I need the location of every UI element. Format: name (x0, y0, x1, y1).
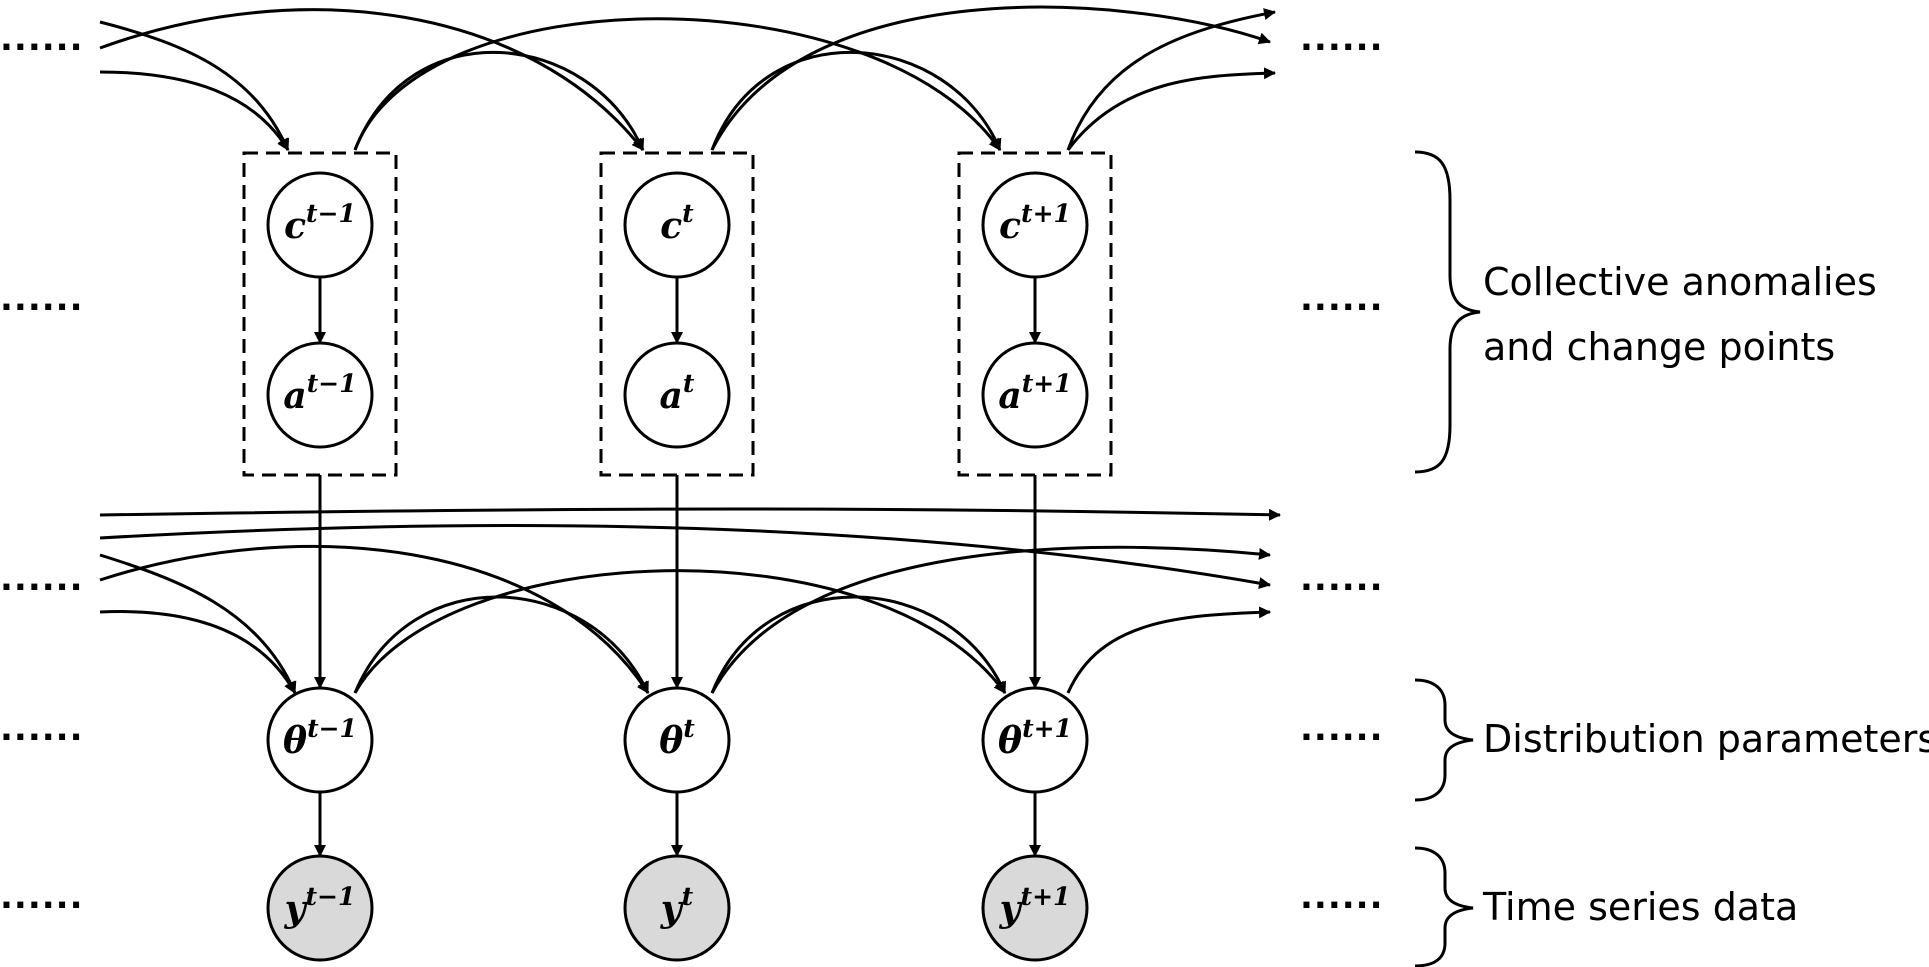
ellipsis-right-params: ...... (1300, 709, 1384, 749)
node-c-1-superscript: t (682, 199, 694, 228)
node-a-2: at+1 (981, 341, 1089, 449)
label-data: Time series data (1482, 885, 1798, 929)
node-y-2-superscript: t+1 (1021, 882, 1071, 911)
node-theta-0-label: θt−1 (283, 714, 357, 762)
node-c-1-label: ct (660, 199, 694, 247)
brace-data (1414, 846, 1474, 967)
node-a-0: at−1 (266, 341, 374, 449)
node-c-2-label: ct+1 (999, 199, 1071, 247)
node-a-0-superscript: t−1 (307, 369, 357, 398)
ellipsis-left-data: ...... (0, 877, 84, 917)
node-theta-2-label: θt+1 (998, 714, 1072, 762)
node-c-0-symbol: c (284, 205, 306, 247)
ellipsis-right-data: ...... (1300, 877, 1384, 917)
arc-c3-to-right-1 (1066, 8, 1276, 151)
node-y-0-superscript: t−1 (306, 882, 356, 911)
node-y-1-label: yt (660, 882, 694, 930)
arc-in-left-2 (99, 70, 290, 151)
arc-in-left-c (99, 544, 650, 694)
node-y-1: yt (623, 854, 731, 962)
node-c-0-label: ct−1 (284, 199, 356, 247)
node-theta-0-superscript: t−1 (307, 714, 357, 743)
arc-t2-to-right (710, 545, 1271, 694)
arc-t2-to-t3 (710, 595, 1007, 694)
label-anomalies-line2: and change points (1483, 325, 1835, 369)
lower-transition-arcs (99, 507, 1281, 694)
node-theta-2-symbol: θ (998, 720, 1022, 762)
node-a-2-symbol: a (998, 375, 1021, 417)
arc-c1-to-c2 (353, 51, 645, 151)
ellipsis-right-anomalies: ...... (1300, 279, 1384, 319)
brace-anomalies (1414, 150, 1481, 474)
brace-params (1414, 678, 1474, 802)
arc-in-left-3 (99, 8, 645, 151)
node-c-0-superscript: t−1 (306, 199, 356, 228)
group-braces (1414, 150, 1481, 967)
node-a-1-superscript: t (683, 369, 695, 398)
arc-t3-to-right (1066, 606, 1271, 694)
arc-c3-to-right-2 (1066, 67, 1276, 151)
label-params: Distribution parameters (1483, 717, 1929, 761)
node-theta-2: θt+1 (981, 686, 1089, 794)
node-c-2-symbol: c (999, 205, 1021, 247)
node-theta-1-label: θt (659, 714, 695, 762)
group-labels: Collective anomalies and change points D… (1482, 260, 1929, 929)
label-anomalies-line1: Collective anomalies (1483, 260, 1877, 304)
arc-in-left-a (99, 553, 297, 694)
arc-c2-to-c3 (710, 51, 1002, 151)
node-y-0: yt−1 (266, 854, 374, 962)
node-theta-1-superscript: t (683, 714, 695, 743)
ellipsis-marks: ...... ...... ...... ...... ...... .....… (0, 19, 1384, 917)
node-y-2-label: yt+1 (999, 882, 1071, 930)
node-a-2-superscript: t+1 (1022, 369, 1072, 398)
node-y-0-label: yt−1 (284, 882, 356, 930)
node-c-0: ct−1 (266, 171, 374, 279)
node-theta-2-superscript: t+1 (1022, 714, 1072, 743)
ellipsis-left-params: ...... (0, 709, 84, 749)
ellipsis-right-top: ...... (1300, 19, 1384, 59)
arc-long-2 (99, 524, 1271, 590)
node-y-1-superscript: t (682, 882, 694, 911)
node-a-2-label: at+1 (998, 369, 1071, 417)
node-c-1-symbol: c (660, 205, 682, 247)
arc-in-left-1 (99, 20, 290, 151)
arc-c1-to-c3 (353, 17, 1002, 151)
node-a-1-label: at (660, 369, 695, 417)
node-c-1: ct (623, 171, 731, 279)
upper-transition-arcs (99, 5, 1276, 151)
ellipsis-left-arcs: ...... (0, 559, 84, 599)
arc-long-top (99, 507, 1281, 521)
node-c-2: ct+1 (981, 171, 1089, 279)
node-theta-1: θt (623, 686, 731, 794)
arc-t1-to-t3 (353, 569, 1007, 694)
node-c-2-superscript: t+1 (1021, 199, 1071, 228)
node-y-2: yt+1 (981, 854, 1089, 962)
arc-in-left-b (99, 610, 297, 694)
node-y-0-symbol: y (284, 888, 308, 930)
node-a-1: at (623, 341, 731, 449)
node-theta-0: θt−1 (266, 686, 374, 794)
node-theta-0-symbol: θ (283, 720, 307, 762)
arc-c2-to-right (710, 5, 1271, 151)
arc-t1-to-t2 (353, 595, 650, 694)
label-anomalies: Collective anomalies and change points (1483, 260, 1889, 369)
node-y-2-symbol: y (999, 888, 1023, 930)
ellipsis-left-top: ...... (0, 19, 84, 59)
node-y-1-symbol: y (660, 888, 684, 930)
node-a-1-symbol: a (660, 375, 683, 417)
ellipsis-left-anomalies: ...... (0, 279, 84, 319)
node-a-0-symbol: a (283, 375, 306, 417)
node-theta-1-symbol: θ (659, 720, 683, 762)
ellipsis-right-arcs: ...... (1300, 559, 1384, 599)
node-a-0-label: at−1 (283, 369, 356, 417)
